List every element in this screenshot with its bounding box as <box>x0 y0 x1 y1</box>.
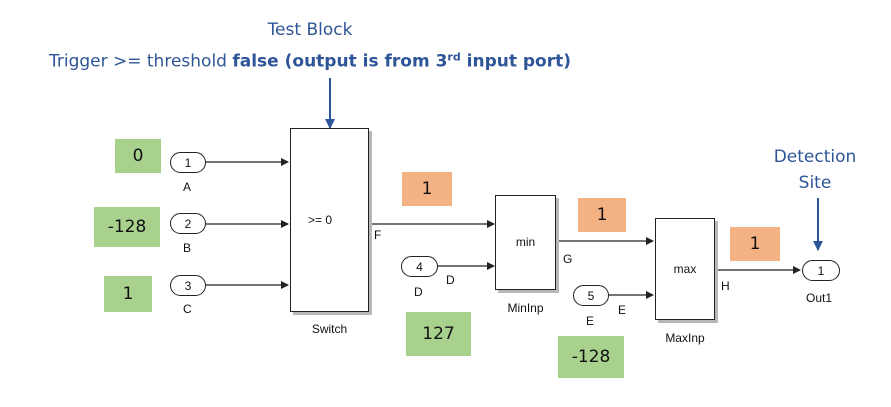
inport-5[interactable]: 5 <box>573 285 609 306</box>
inport-1-label: A <box>183 180 192 194</box>
min-block-name: MinInp <box>507 301 544 315</box>
trigger-prefix: Trigger >= threshold <box>48 51 233 72</box>
max-block[interactable] <box>655 218 715 320</box>
switch-criterion: >= 0 <box>308 213 333 227</box>
max-op: max <box>673 262 697 276</box>
value-D: 127 <box>406 312 471 356</box>
detection-line2: Site <box>798 173 832 193</box>
inport-4[interactable]: 4 <box>401 256 438 277</box>
outport-1-label: Out1 <box>806 291 833 305</box>
detection-line1: Detection <box>773 147 857 167</box>
signal-E-label: E <box>618 303 627 317</box>
signal-G-label: G <box>563 252 573 266</box>
value-A: 0 <box>115 139 161 173</box>
value-E: -128 <box>558 336 624 378</box>
trigger-condition-text: Trigger >= threshold false (output is fr… <box>0 50 620 72</box>
switch-block-name: Switch <box>311 322 348 336</box>
signal-D-label: D <box>446 273 455 287</box>
value-H: 1 <box>730 227 780 261</box>
outport-1[interactable]: 1 <box>802 260 840 281</box>
signal-H-label: H <box>721 279 730 293</box>
value-B: -128 <box>94 207 160 247</box>
min-op: min <box>515 235 536 249</box>
trigger-bold: false (output is from 3 <box>232 51 448 72</box>
inport-5-label: E <box>586 314 595 328</box>
inport-3[interactable]: 3 <box>170 275 206 296</box>
inport-2[interactable]: 2 <box>170 213 206 234</box>
trigger-bold-end: input port) <box>460 51 572 72</box>
signal-F-label: F <box>374 228 382 242</box>
inport-2-label: B <box>183 241 192 255</box>
switch-block[interactable] <box>290 128 369 312</box>
inport-4-label: D <box>414 285 423 299</box>
detection-site-label: Detection Site <box>760 144 870 196</box>
inport-1[interactable]: 1 <box>170 152 206 173</box>
value-F: 1 <box>402 172 452 206</box>
max-block-name: MaxInp <box>665 331 705 345</box>
trigger-sup: rd <box>447 50 461 63</box>
test-block-title: Test Block <box>267 20 353 40</box>
min-block[interactable] <box>495 195 556 290</box>
inport-3-label: C <box>183 302 192 316</box>
value-G: 1 <box>578 198 626 232</box>
value-C: 1 <box>104 276 152 312</box>
